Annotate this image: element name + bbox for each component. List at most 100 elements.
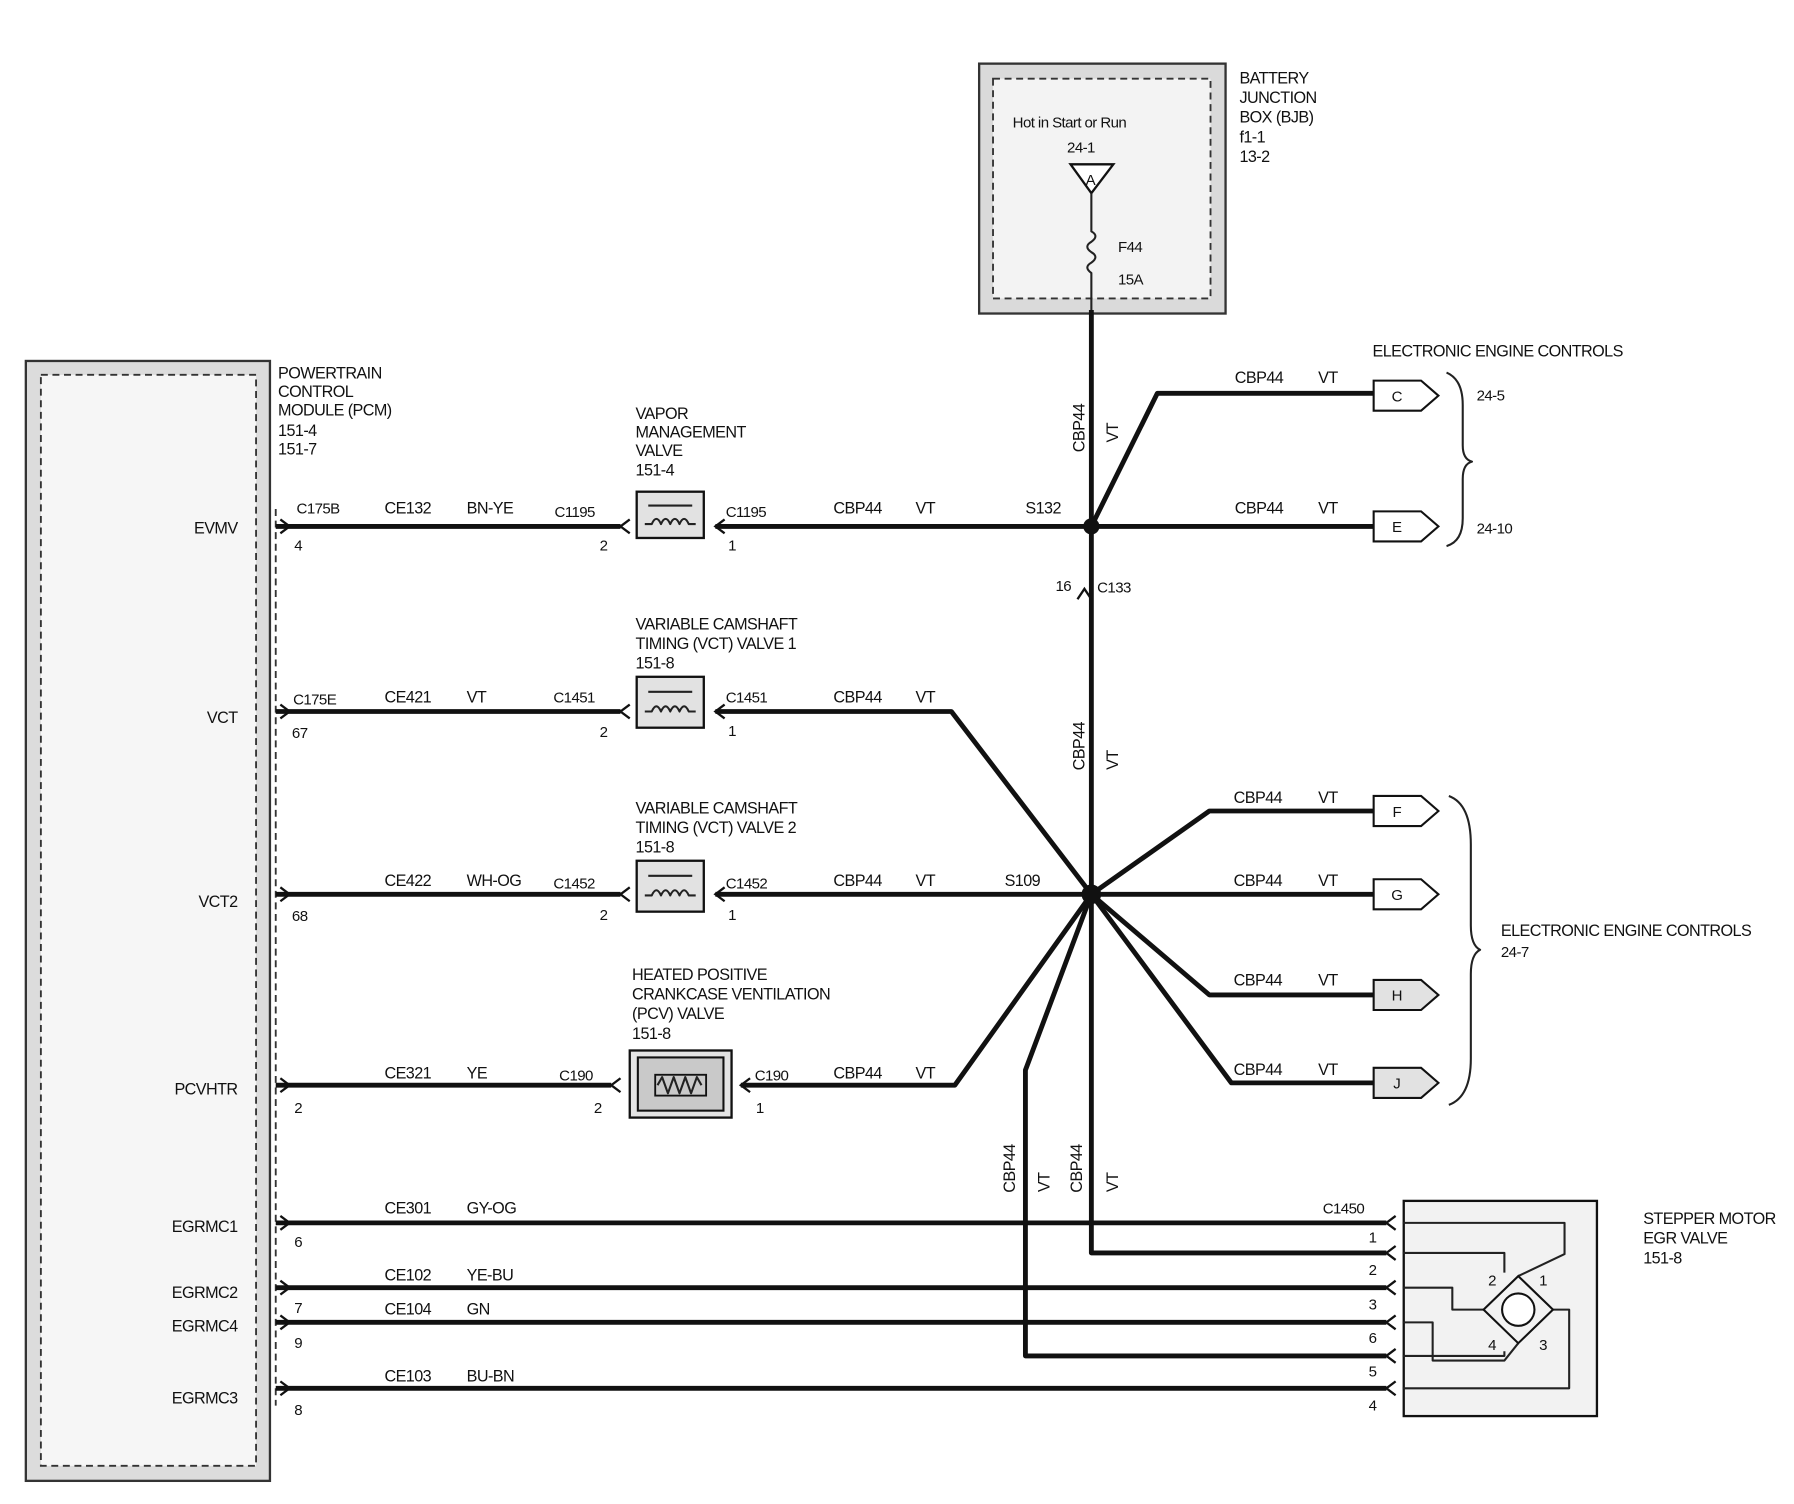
egr-title-line: 151-8 xyxy=(1643,1249,1682,1267)
vapor-management-valve: VAPOR MANAGEMENT VALVE 151-4 C1195 2 C11… xyxy=(555,405,767,555)
bjb-module: Hot in Start or Run 24-1 A F44 15A BATTE… xyxy=(977,62,1317,315)
egr-pin-chevron xyxy=(1384,1279,1397,1296)
connector-letter: F xyxy=(1392,804,1401,821)
pcm-title-line: MODULE (PCM) xyxy=(278,401,392,419)
egr-internal-wire xyxy=(1402,1251,1506,1273)
pcm-signal-label: EGRMC1 xyxy=(172,1218,238,1236)
component-title-line: TIMING (VCT) VALVE 2 xyxy=(636,819,797,837)
circuit-label: CBP44 xyxy=(833,688,882,706)
egr-internal-wire xyxy=(1402,1221,1566,1278)
component-title-line: VAPOR xyxy=(636,405,689,423)
pcm-title-line: 151-4 xyxy=(278,422,317,440)
wire-cbp44-to-j xyxy=(1089,892,1374,1086)
component-title-line: VARIABLE CAMSHAFT xyxy=(636,799,798,817)
egr-box xyxy=(1402,1199,1599,1418)
circuit-label-vertical: CBP44 xyxy=(1070,721,1088,770)
page-ref-label: 24-10 xyxy=(1477,520,1513,537)
component-connector-label: C190 xyxy=(755,1068,789,1085)
bjb-title-line: JUNCTION xyxy=(1239,89,1316,107)
component-connector-label: C1452 xyxy=(726,876,768,893)
circuit-label-vertical: CBP44 xyxy=(1001,1144,1019,1193)
wire-cbp44-to-egr xyxy=(1022,893,1387,1359)
connector-letter: H xyxy=(1392,988,1402,1005)
pcm-title-line: CONTROL xyxy=(278,383,354,401)
connector-chevron xyxy=(713,886,726,903)
connector-letter: G xyxy=(1391,887,1402,904)
eec-lower-group: F G H J ELECTRONIC ENGINE CONTROLS 24-7 xyxy=(1372,794,1753,1106)
pcm-connector-label: C175B xyxy=(297,501,341,518)
wire-color-label: GN xyxy=(467,1300,490,1318)
pcm-signal-label: EGRMC3 xyxy=(172,1389,238,1407)
connector-letter: J xyxy=(1393,1076,1400,1093)
circuit-label: CBP44 xyxy=(833,872,882,890)
pcm-signal-label: VCT xyxy=(207,709,238,727)
wire-cbp44-to-h xyxy=(1089,892,1374,998)
circuit-label: CBP44 xyxy=(1235,369,1284,387)
circuit-label-vertical: CBP44 xyxy=(1070,403,1088,452)
component-connector-label: C1195 xyxy=(726,504,767,521)
wire-color-label: GY-OG xyxy=(467,1200,517,1218)
valve-inner-body xyxy=(636,1056,725,1112)
bjb-note: Hot in Start or Run xyxy=(1013,114,1127,131)
inline-connector-chevron xyxy=(1076,586,1093,600)
pcv-heater-valve: HEATED POSITIVE CRANKCASE VENTILATION (P… xyxy=(559,966,831,1119)
component-title-line: MANAGEMENT xyxy=(636,423,747,441)
solenoid-coil-icon xyxy=(644,517,696,526)
vct-valve-2: VARIABLE CAMSHAFT TIMING (VCT) VALVE 2 1… xyxy=(553,799,798,923)
connector-chevron xyxy=(618,518,631,535)
pcm-signal-label: EVMV xyxy=(194,519,238,537)
connector-c-tag xyxy=(1372,379,1441,412)
component-pin-number: 2 xyxy=(600,538,608,555)
pcm-pin-number: 7 xyxy=(294,1300,302,1317)
egr-pin-number: 2 xyxy=(1369,1262,1377,1279)
pcm-pin-number: 68 xyxy=(292,908,308,925)
coil-terminal-label: 3 xyxy=(1539,1337,1547,1354)
egr-internal-wire xyxy=(1402,1351,1506,1357)
component-connector-label: C1451 xyxy=(553,689,595,706)
pcm-inner-box xyxy=(39,373,257,1467)
coil-terminal-label: 2 xyxy=(1488,1272,1496,1289)
wire-color-label: BN-YE xyxy=(467,500,514,518)
eec-upper-group: ELECTRONIC ENGINE CONTROLS C E 24-5 24-1… xyxy=(1372,342,1624,548)
fuse-ref-label: 24-1 xyxy=(1067,140,1095,157)
valve-body xyxy=(635,490,705,540)
wire-color-label-vertical: VT xyxy=(1104,750,1122,770)
component-title-line: VALVE xyxy=(636,442,684,460)
egr-stepper-motor: STEPPER MOTOR EGR VALVE 151-8 C1450 1 2 … xyxy=(1323,1199,1776,1418)
bjb-inner-box xyxy=(992,77,1212,300)
circuit-label: CBP44 xyxy=(833,1064,882,1082)
pcm-signal-label: EGRMC4 xyxy=(172,1318,238,1336)
pcm-title-line: 151-7 xyxy=(278,441,317,459)
splice-label: S132 xyxy=(1025,500,1061,518)
pcm-signal-label: PCVHTR xyxy=(174,1080,237,1098)
circuit-label-vertical: CBP44 xyxy=(1068,1144,1086,1193)
pcm-connector-label: C175E xyxy=(293,692,337,709)
pcm-pin-number: 9 xyxy=(294,1335,302,1352)
circuit-label: CE321 xyxy=(384,1064,431,1082)
bjb-title-line: 13-2 xyxy=(1239,148,1270,166)
solenoid-coil-icon xyxy=(644,705,696,713)
circuit-label: CE301 xyxy=(384,1200,431,1218)
circuit-label: CBP44 xyxy=(1234,1061,1283,1079)
component-title-line: 151-8 xyxy=(636,839,675,857)
egr-internal-wire xyxy=(1402,1308,1571,1390)
pcm-pin-number: 8 xyxy=(294,1402,302,1419)
wire-labels: CE132 BN-YE CE421 VT CE422 WH-OG CE321 Y… xyxy=(384,369,1338,1385)
egr-pin-chevron xyxy=(1384,1348,1397,1364)
egr-internal-wire xyxy=(1402,1286,1484,1311)
component-title-line: VARIABLE CAMSHAFT xyxy=(636,615,798,633)
connector-j-tag xyxy=(1372,1066,1441,1099)
connector-e-tag xyxy=(1372,510,1441,543)
eec-group-title: ELECTRONIC ENGINE CONTROLS xyxy=(1372,342,1623,360)
wire-color-label: VT xyxy=(1318,1061,1338,1079)
valve-body xyxy=(635,859,705,913)
group-brace xyxy=(1448,794,1482,1106)
coil-terminal-label: 1 xyxy=(1539,1272,1547,1289)
component-connector-label: C1452 xyxy=(553,876,595,893)
wire-cbp44-trunk xyxy=(1088,310,1387,1256)
connector-chevron xyxy=(738,1077,751,1094)
connector-h-tag xyxy=(1372,978,1441,1012)
wire-color-label: VT xyxy=(1318,789,1338,807)
pcm-signal-label: EGRMC2 xyxy=(172,1284,238,1302)
component-connector-label: C1195 xyxy=(555,504,596,521)
